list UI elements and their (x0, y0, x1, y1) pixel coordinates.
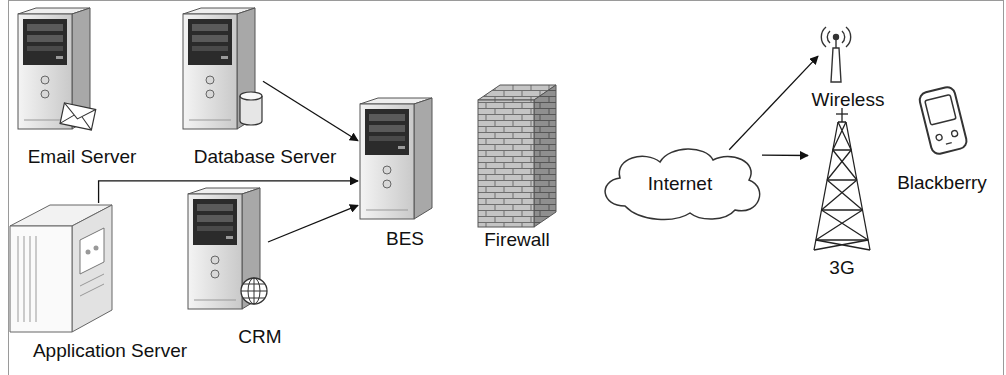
node-label: Firewall (484, 229, 549, 251)
blackberry-device-icon (918, 86, 968, 156)
application-server: Application Server (10, 203, 113, 333)
email-server: Email Server (18, 8, 92, 130)
bes-server: BES (358, 98, 434, 220)
node-label: Blackberry (897, 172, 987, 194)
crm-server: CRM (188, 188, 268, 308)
cell-tower: 3G (808, 118, 874, 252)
database-badge (240, 92, 262, 125)
blackberry-device: Blackberry (918, 86, 968, 156)
cell-tower-icon (814, 108, 870, 250)
node-label: Application Server (33, 340, 187, 362)
frame (9, 1, 1004, 375)
internet-cloud (605, 149, 760, 219)
node-label: BES (386, 228, 424, 250)
connector-arrow (268, 205, 358, 242)
node-label: CRM (238, 326, 281, 348)
application-server-icon (10, 205, 112, 332)
node-label: 3G (829, 257, 854, 279)
globe-badge (241, 278, 267, 304)
envelope-badge (60, 103, 96, 130)
node-label: Internet (648, 173, 712, 195)
connector-arrow (99, 181, 358, 203)
firewall-icon (478, 85, 556, 227)
database-server: Database Server (183, 8, 263, 130)
connector-arrow (762, 154, 808, 156)
firewall: Firewall (476, 83, 558, 228)
node-label: Email Server (28, 146, 137, 168)
wireless-antenna: Wireless (818, 22, 854, 84)
connector-arrow (729, 56, 818, 150)
node-label: Database Server (194, 146, 337, 168)
antenna-icon (821, 27, 850, 82)
internet-cloud: Internet (598, 146, 762, 222)
bes-server-icon (360, 98, 432, 219)
connector-arrow (263, 81, 358, 141)
node-label: Wireless (812, 89, 885, 111)
